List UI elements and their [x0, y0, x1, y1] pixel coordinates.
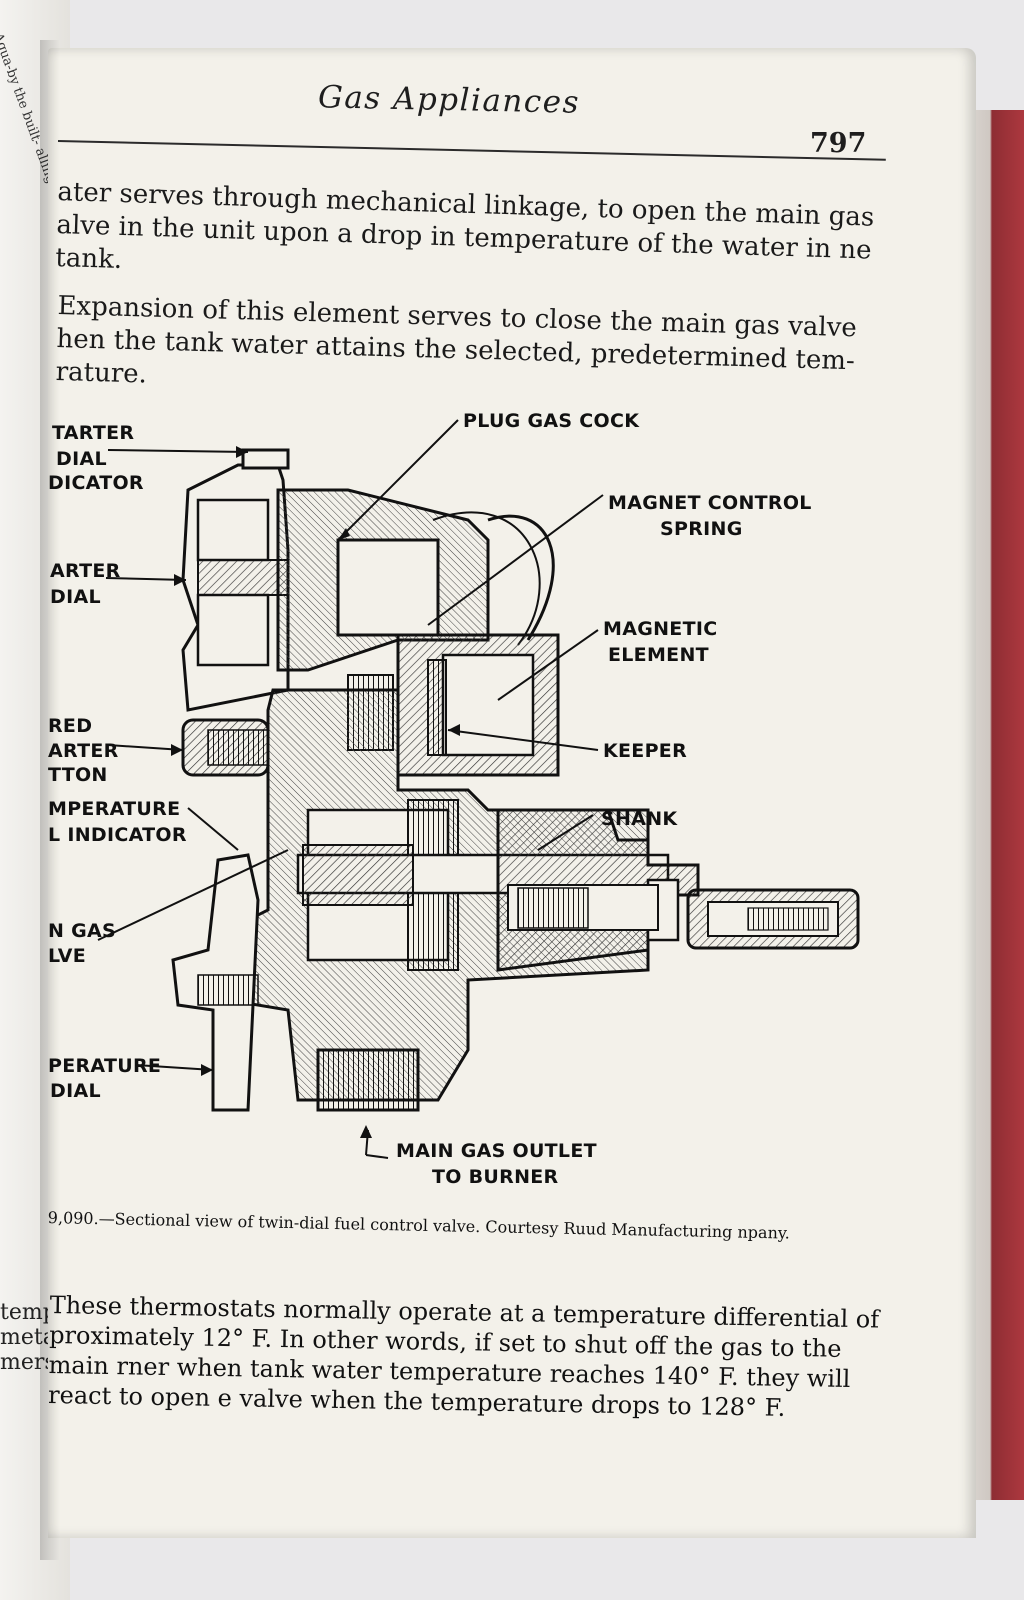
- keeper: [427, 659, 447, 756]
- label-plug-gas-cock: PLUG GAS COCK: [463, 410, 640, 432]
- label-main-gas-outlet-2: TO BURNER: [432, 1166, 559, 1188]
- label-temperature-indicator-1: MPERATURE: [48, 798, 181, 820]
- label-temperature-indicator-2: L INDICATOR: [48, 824, 187, 846]
- left-page-margin-text: e Aqua-by the built- alling the ject of …: [0, 20, 227, 648]
- page-number: 797: [810, 128, 867, 159]
- valve-diagram: PLUG GAS COCK MAGNET CONTROL SPRING MAGN…: [48, 410, 928, 1210]
- label-shank: SHANK: [601, 808, 678, 830]
- label-starter-dial-1: ARTER: [50, 560, 121, 582]
- page-gutter-shadow: [40, 40, 60, 1560]
- label-starter-dial-indicator-3: DICATOR: [48, 472, 144, 494]
- starter-dial-cap: [241, 448, 290, 470]
- label-magnetic-element-1: MAGNETIC: [603, 618, 718, 640]
- label-magnetic-element-2: ELEMENT: [608, 644, 709, 666]
- label-red-starter-button-1: RED: [48, 715, 93, 737]
- label-magnet-control-2: SPRING: [660, 518, 743, 540]
- label-magnet-control-1: MAGNET CONTROL: [608, 492, 812, 514]
- label-main-gas-valve-1: N GAS: [48, 920, 116, 942]
- label-starter-dial-indicator-2: DIAL: [56, 448, 107, 470]
- starter-dial-shaft: [197, 559, 289, 596]
- label-starter-dial-indicator-1: TARTER: [52, 422, 135, 444]
- label-keeper: KEEPER: [603, 740, 688, 762]
- label-red-starter-button-2: ARTER: [48, 740, 119, 762]
- label-temperature-dial-2: DIAL: [50, 1080, 101, 1102]
- paragraph-3: These thermostats normally operate at a …: [47, 1290, 880, 1422]
- main-gas-outlet: [316, 1048, 420, 1112]
- label-main-gas-valve-2: LVE: [48, 945, 87, 967]
- plug-gas-cock: [336, 538, 440, 637]
- label-red-starter-button-3: TTON: [48, 764, 108, 786]
- book-page: [48, 48, 976, 1538]
- label-main-gas-outlet-1: MAIN GAS OUTLET: [396, 1140, 597, 1162]
- page-header-title: Gas Appliances: [317, 79, 581, 121]
- label-temperature-dial-1: PERATURE: [48, 1055, 162, 1077]
- valve-drawing: [97, 419, 860, 1159]
- label-starter-dial-2: DIAL: [50, 586, 101, 608]
- book-edge: [970, 110, 1024, 1500]
